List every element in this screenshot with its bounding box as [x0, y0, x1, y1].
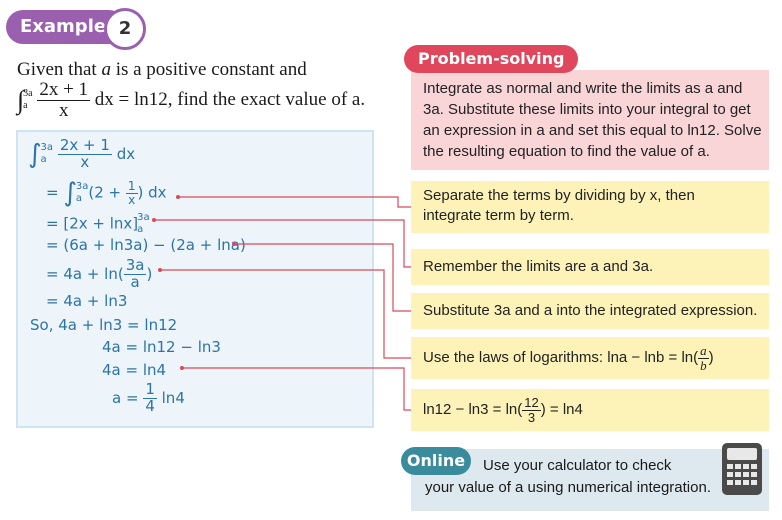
connector-dot-2: [152, 218, 156, 222]
online-line-1: Use your calculator to check: [483, 457, 672, 474]
w10-num: 1: [143, 380, 157, 399]
working-line-8: 4a = ln12 − ln3: [102, 338, 221, 356]
w5-num: 3a: [123, 256, 147, 275]
connector-dot-4: [158, 268, 162, 272]
example-badge: Example 2: [6, 8, 146, 50]
connector-dot-1: [176, 195, 180, 199]
online-tag: Online: [401, 447, 471, 475]
problem-solving-box: Integrate as normal and write the limits…: [411, 70, 769, 170]
working-line-4: = (6a + ln3a) − (2a + lna): [46, 236, 246, 254]
connector-dot-3: [232, 242, 236, 246]
example-number: 2: [104, 8, 146, 50]
question-rest: dx = ln12, find the exact value of a.: [94, 88, 366, 110]
lower-limit: a: [23, 100, 28, 112]
working-line-7: So, 4a + ln3 = ln12: [30, 316, 178, 334]
w10-post: ln4: [161, 388, 185, 407]
note-1-line-1: Separate the terms by dividing by x, the…: [423, 187, 695, 204]
w10-den: 4: [145, 396, 155, 415]
w1-denominator: x: [80, 152, 90, 171]
w5-den: a: [130, 272, 140, 291]
connector-4: [160, 269, 411, 359]
note-log-laws: Use the laws of logarithms: lna − lnb = …: [411, 337, 769, 379]
integrand-numerator: 2x + 1: [37, 79, 91, 101]
w5-pre: = 4a + ln: [46, 264, 118, 283]
note-separate-terms: Separate the terms by dividing by x, the…: [411, 181, 769, 233]
note-5-post: = ln4: [549, 401, 583, 418]
connector-3: [234, 243, 411, 312]
working-line-9: 4a = ln4: [102, 361, 167, 379]
working-line-6: = 4a + ln3: [46, 292, 128, 310]
w1-numerator: 2x + 1: [57, 136, 112, 155]
note-1-line-2: integrate term by term.: [423, 207, 574, 224]
ps-line-1: Integrate as normal and write the limits…: [423, 80, 743, 97]
note-limits: Remember the limits are a and 3a.: [411, 249, 769, 285]
w3-text: = [2x + lnx]: [46, 214, 139, 233]
online-box: Use your calculator to check your value …: [411, 443, 769, 511]
connector-2: [154, 219, 411, 268]
w10-pre: a =: [112, 388, 139, 407]
w1-dx: dx: [116, 144, 136, 163]
note-5-text: ln12 − ln3 = ln: [423, 401, 518, 418]
ps-line-3: an expression in a and set this equal to…: [423, 122, 762, 139]
connector-dot-5: [180, 366, 184, 370]
connector-1: [178, 196, 411, 208]
note-4-text: Use the laws of logarithms: lna − lnb = …: [423, 349, 694, 366]
ps-line-2: 3a. Substitute these limits into your in…: [423, 101, 751, 118]
problem-solving-tab: Problem-solving: [404, 45, 579, 73]
integrand-denominator: x: [58, 99, 69, 121]
calculator-icon: [722, 443, 762, 495]
online-line-2: your value of a using numerical integrat…: [425, 479, 711, 496]
example-label: Example: [20, 16, 107, 37]
connector-5: [182, 367, 411, 411]
upper-limit: 3a: [23, 88, 33, 100]
note-substitute: Substitute 3a and a into the integrated …: [411, 293, 769, 329]
question-line-1: Given that a is a positive constant and: [17, 59, 307, 80]
ps-line-4: the resulting equation to find the value…: [423, 143, 710, 160]
